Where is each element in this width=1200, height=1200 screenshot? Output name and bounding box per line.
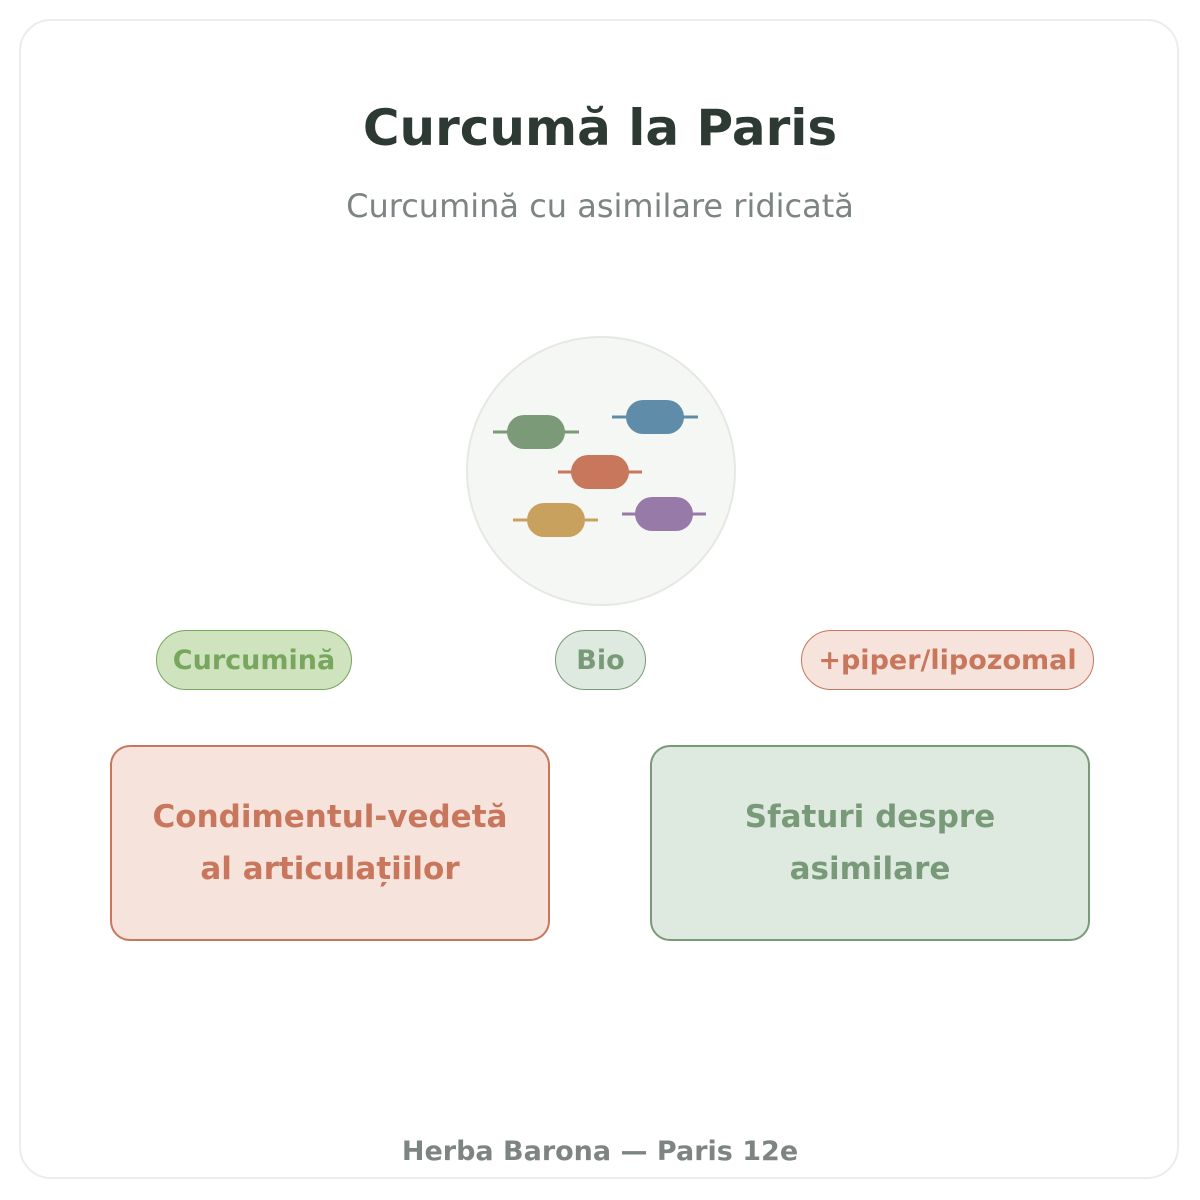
- panel-assimilation-tips: Sfaturi despre asimilare: [650, 745, 1090, 941]
- tag-bio-label: Bio: [576, 644, 625, 676]
- tag-curcumina: Curcumină: [156, 630, 352, 690]
- tag-piper-lipozomal: +piper/lipozomal: [801, 630, 1094, 690]
- footer-brand: Herba Barona — Paris 12e: [401, 1136, 799, 1167]
- capsule-green: [493, 415, 579, 449]
- panel-left-line2: al articulațiilor: [200, 851, 460, 887]
- panel-right-line2: asimilare: [789, 851, 951, 887]
- capsule-orange: [558, 455, 642, 489]
- capsules-icon: [466, 336, 736, 606]
- tag-bio: Bio: [555, 630, 646, 690]
- capsule-blue: [612, 400, 698, 434]
- tag-piper-label: +piper/lipozomal: [818, 644, 1077, 676]
- panel-spice-joints: Condimentul-vedetă al articulațiilor: [110, 745, 550, 941]
- page-title: Curcumă la Paris: [362, 99, 838, 157]
- capsule-purple: [622, 497, 706, 531]
- panel-right-line1: Sfaturi despre: [744, 799, 996, 835]
- capsule-yellow: [513, 503, 598, 537]
- page-subtitle: Curcumină cu asimilare ridicată: [346, 187, 854, 225]
- tag-curcumina-label: Curcumină: [172, 644, 336, 676]
- panel-left-line1: Condimentul-vedetă: [152, 799, 508, 835]
